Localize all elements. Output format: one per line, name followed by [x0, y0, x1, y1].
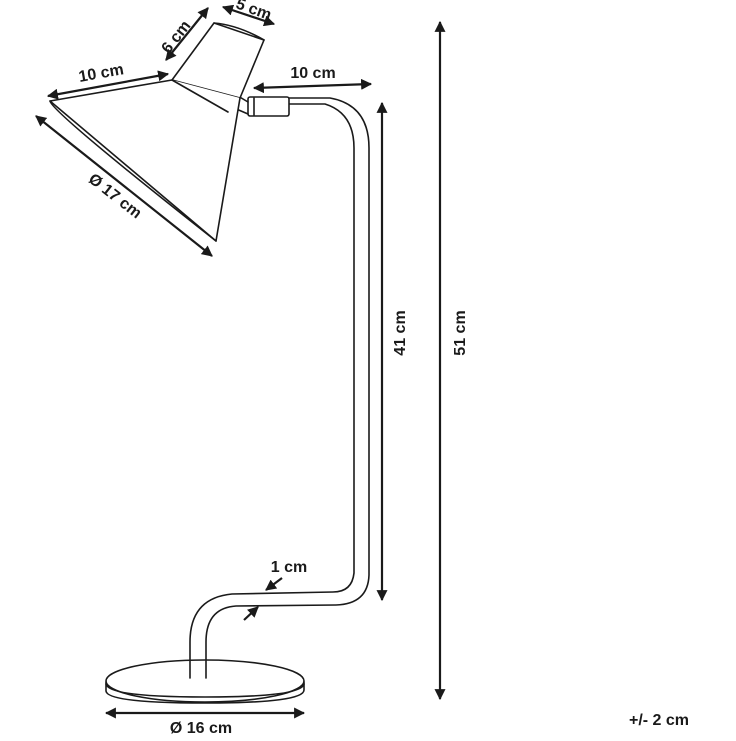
arm-horizontal-label: 10 cm — [290, 65, 335, 82]
tube-thickness-arrow-bottom — [243, 606, 259, 621]
dimension-arrows — [35, 4, 446, 719]
shade-neck-top-arrow — [221, 4, 276, 27]
stem-height-label: 41 cm — [392, 310, 409, 355]
lamp-shade — [49, 22, 265, 242]
shade-top-arrow — [46, 70, 170, 100]
shade-diameter-arrow — [35, 115, 213, 257]
lamp-drawing — [49, 22, 370, 704]
total-height-label: 51 cm — [452, 310, 469, 355]
lamp-stem — [189, 95, 370, 679]
arm-horizontal-arrow — [252, 78, 373, 94]
shade-neck-top-label: 5 cm — [233, 0, 273, 24]
base-diameter-label: Ø 16 cm — [170, 720, 232, 736]
shade-neck-height-label: 6 cm — [159, 18, 195, 57]
tolerance-note: +/- 2 cm — [629, 712, 689, 729]
lamp-base — [105, 659, 305, 704]
tube-thickness-label: 1 cm — [271, 559, 307, 576]
shade-neck-height-arrow — [165, 7, 209, 61]
tube-thickness-arrow-top — [265, 577, 283, 591]
